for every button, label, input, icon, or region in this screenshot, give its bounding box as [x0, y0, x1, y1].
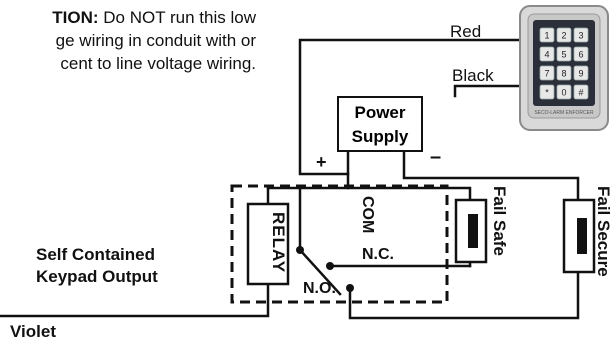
keypad-key-label: 0 — [561, 88, 566, 98]
nc-contact — [326, 262, 334, 270]
fail-secure-plunger — [577, 218, 587, 254]
black-wire-label: Black — [452, 66, 494, 85]
keypad-key — [539, 84, 555, 100]
keypad-key-label: 7 — [544, 69, 549, 79]
caution-line-3: cent to line voltage wiring. — [60, 54, 256, 73]
keypad-key-label: 6 — [578, 50, 583, 60]
no-wire — [348, 270, 580, 320]
keypad-key-label: 2 — [561, 31, 566, 41]
keypad-key — [573, 46, 589, 62]
caution-line-1: Do NOT run this low — [98, 8, 256, 27]
keypad-key — [573, 27, 589, 43]
ps-negative-label: – — [430, 146, 442, 168]
keypad-key — [573, 65, 589, 81]
relay-label: RELAY — [269, 212, 288, 274]
black-wire — [453, 84, 522, 98]
caution-note: TION: Do NOT run this low ge wiring in c… — [0, 6, 256, 75]
keypad-key — [556, 84, 572, 100]
keypad-key-label: 5 — [561, 50, 566, 60]
keypad-device: 1 2 3 4 5 6 7 8 9 * 0 # SECO-LARM ENFORCER — [519, 5, 609, 131]
relay-coil — [246, 202, 290, 286]
relay-switch-arm — [298, 248, 342, 296]
keypad-key-label: 9 — [578, 69, 583, 79]
keypad-key-label: 3 — [578, 31, 583, 41]
keypad-key — [556, 46, 572, 62]
keypad-key-label: 8 — [561, 69, 566, 79]
keypad-key — [539, 46, 555, 62]
ps-positive-label: + — [316, 152, 327, 172]
fail-secure-label: Fail Secure — [594, 186, 613, 277]
power-supply-line-2: Supply — [351, 127, 409, 146]
caution-heading: TION: — [52, 8, 99, 27]
keypad-key — [539, 65, 555, 81]
power-supply-line-1: Power — [354, 103, 406, 122]
positive-rail — [346, 172, 472, 202]
keypad-key-label: 4 — [544, 50, 549, 60]
red-wire — [298, 38, 522, 176]
keypad-key-label: 1 — [544, 31, 549, 41]
com-label: COM — [359, 196, 376, 234]
keypad-key — [556, 65, 572, 81]
keypad-key-label: * — [545, 88, 549, 98]
fail-safe-plunger — [468, 214, 478, 248]
violet-wire-label: Violet — [10, 322, 56, 341]
no-label: N.O. — [303, 280, 336, 297]
red-wire-label: Red — [450, 22, 482, 41]
caution-line-2: ge wiring in conduit with or — [55, 31, 256, 50]
violet-wire — [0, 278, 270, 318]
keypad-key — [556, 27, 572, 43]
relay-enclosure — [230, 184, 449, 304]
output-label-line-2: Keypad Output — [36, 267, 158, 286]
output-label-line-1: Self Contained — [36, 245, 156, 264]
nc-label: N.C. — [362, 246, 394, 263]
keypad-key-label: # — [578, 88, 583, 98]
no-contact — [346, 284, 354, 292]
power-supply: Power Supply — [337, 96, 423, 152]
keypad-brand: SECO-LARM ENFORCER — [534, 110, 594, 116]
output-label: Self Contained Keypad Output — [36, 244, 158, 288]
fail-safe-label: Fail Safe — [490, 186, 509, 256]
com-contact — [296, 246, 304, 254]
keypad-key — [539, 27, 555, 43]
ps-negative-wire — [402, 150, 580, 202]
keypad-key — [573, 84, 589, 100]
